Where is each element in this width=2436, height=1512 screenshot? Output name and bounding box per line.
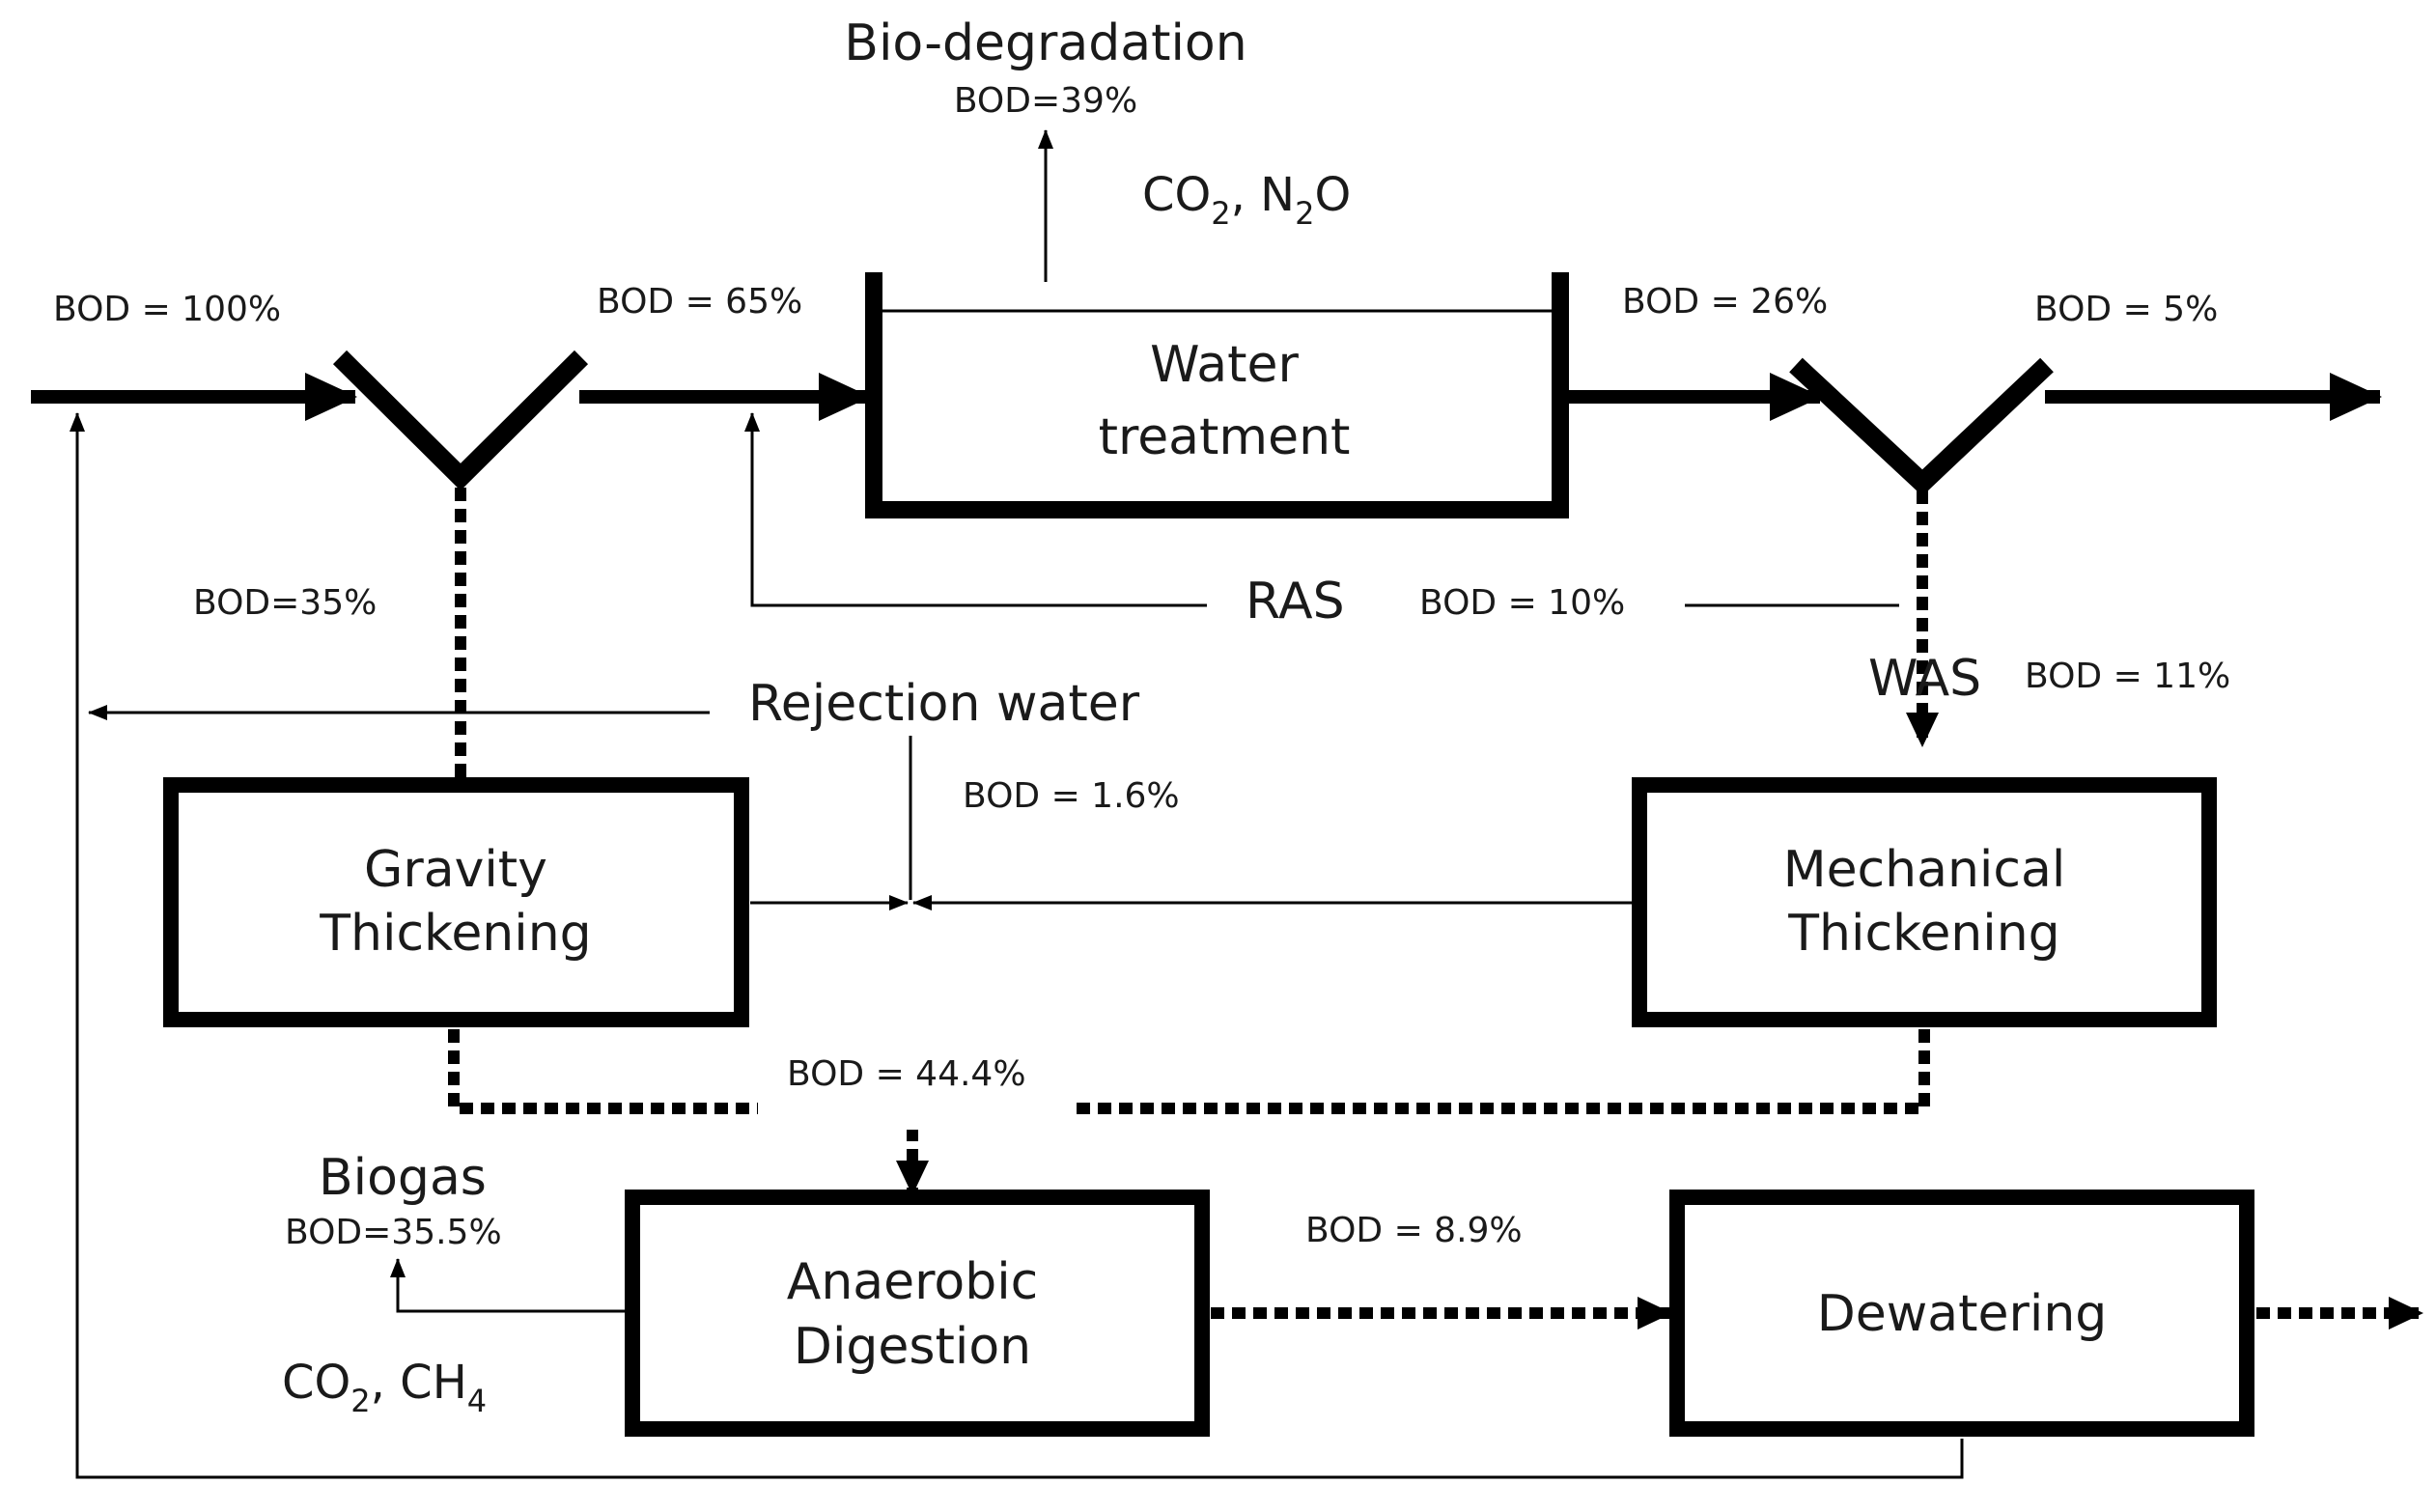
gravity-thickening-box: [163, 777, 749, 1027]
bod-rejection-label: BOD = 1.6%: [963, 776, 1180, 816]
bio-degradation-label: Bio-degradation: [844, 14, 1246, 72]
dewatering-return-line: [70, 412, 1964, 1479]
secondary-clarifier-symbol: [1789, 357, 2054, 496]
anaerobic-digestion-label: Anaerobic: [787, 1253, 1038, 1311]
gravity-thickened-sludge-line: [448, 1029, 758, 1114]
water-treatment-label-line2: treatment: [1099, 408, 1351, 466]
rejection-water-label: Rejection water: [748, 675, 1140, 733]
was-label: WAS: [1868, 650, 1981, 708]
bod-to-digestion-label: BOD = 44.4%: [787, 1054, 1026, 1094]
dewatering-box: [1669, 1190, 2254, 1437]
dewatering-label: Dewatering: [1817, 1285, 2108, 1343]
aeration-gases-label: CO2, N2O: [1142, 168, 1351, 232]
mechanical-thickening-label-line2: Thickening: [1787, 905, 2059, 963]
water-treatment-tank: [865, 272, 1569, 518]
water-treatment-label: Water: [1150, 336, 1299, 394]
biogas-line: [390, 1258, 625, 1313]
bod-influent-label: BOD = 100%: [53, 290, 281, 329]
bod-ras-label: BOD = 10%: [1419, 583, 1625, 623]
primary-clarifier-symbol: [332, 350, 589, 491]
gravity-thickening-label-line2: Thickening: [319, 905, 591, 963]
ras-return-line: [744, 412, 1207, 607]
bod-effluent-label: BOD = 5%: [2034, 290, 2218, 329]
mechanical-thickening-box: [1632, 777, 2217, 1027]
mechanical-thickened-sludge-line: [1072, 1029, 1930, 1114]
bio-degradation-bod-label: BOD=39%: [954, 81, 1137, 121]
bod-primary-sludge-label: BOD=35%: [193, 583, 377, 623]
ras-label: RAS: [1246, 573, 1345, 630]
biogas-label: Biogas: [319, 1149, 487, 1207]
gravity-thickening-label: Gravity: [364, 841, 547, 899]
biogas-bod-label: BOD=35.5%: [285, 1213, 502, 1252]
anaerobic-digestion-label-line2: Digestion: [794, 1318, 1031, 1376]
bod-digested-label: BOD = 8.9%: [1305, 1211, 1523, 1250]
bod-to-treatment-label: BOD = 65%: [597, 282, 802, 322]
digester-gases-label: CO2, CH4: [282, 1356, 487, 1419]
bod-after-treatment-label: BOD = 26%: [1622, 282, 1828, 322]
bod-was-label: BOD = 11%: [2025, 657, 2230, 696]
mechanical-thickening-label: Mechanical: [1783, 841, 2066, 899]
anaerobic-digestion-box: [625, 1190, 1210, 1437]
